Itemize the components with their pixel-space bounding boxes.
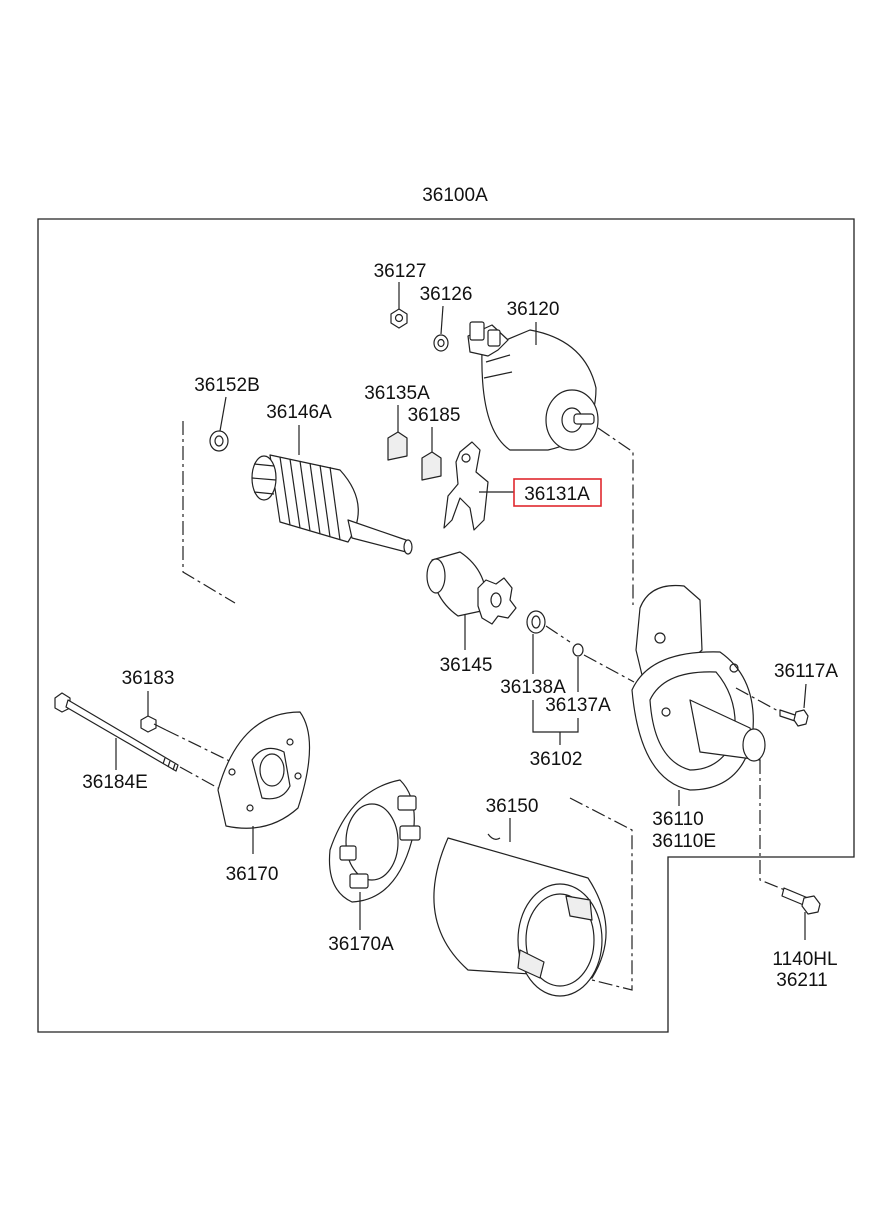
callout-1140HL[interactable]: 1140HL (772, 949, 837, 970)
dash-solenoid-frame (597, 427, 634, 605)
leader-36126 (440, 305, 444, 335)
pinion-clutch-36145 (426, 551, 517, 625)
yoke-36150 (433, 833, 607, 997)
callout-36110E[interactable]: 36110E (652, 831, 716, 852)
dash-1140HL (759, 760, 791, 893)
callout-36135A[interactable]: 36135A (364, 383, 430, 404)
callout-36102[interactable]: 36102 (530, 749, 583, 770)
pad-36135A (387, 431, 408, 461)
screw-36183 (140, 715, 167, 733)
armature-36146A (251, 454, 413, 555)
clip-36137A (572, 643, 584, 657)
leader-36152B (219, 396, 227, 432)
dash-washers (545, 625, 635, 683)
callout-36110[interactable]: 36110 (652, 809, 703, 830)
callout-36137A[interactable]: 36137A (545, 695, 611, 716)
washer-36138A (526, 610, 546, 634)
dash-armature (182, 421, 236, 604)
callout-36185[interactable]: 36185 (408, 405, 461, 426)
callout-36152B[interactable]: 36152B (194, 375, 260, 396)
callout-36184E[interactable]: 36184E (82, 772, 148, 793)
dash-36117A (735, 687, 781, 713)
callout-36117A[interactable]: 36117A (774, 661, 838, 682)
callout-36211[interactable]: 36211 (776, 970, 827, 991)
shift-lever-36131A (443, 441, 489, 531)
bolt-1140HL (781, 887, 821, 915)
through-bolt-36184E (54, 692, 179, 772)
bolt-36117A (779, 709, 809, 727)
assembly-label: 36100A (422, 185, 488, 206)
solenoid-36120 (467, 321, 599, 451)
callout-36170A[interactable]: 36170A (328, 934, 394, 955)
pad-36185 (421, 451, 442, 481)
callout-36131A[interactable]: 36131A (524, 484, 590, 505)
callout-36145[interactable]: 36145 (440, 655, 493, 676)
dash-yoke (569, 797, 633, 991)
assembly-frame (37, 218, 855, 1033)
nut-36127 (390, 308, 408, 329)
washer-36152B (209, 430, 229, 452)
brush-holder-36170A (328, 779, 421, 903)
callout-36170[interactable]: 36170 (226, 864, 279, 885)
callout-36146A[interactable]: 36146A (266, 402, 332, 423)
dash-36184E (179, 766, 219, 789)
rear-cover-36170 (217, 711, 311, 829)
callout-36126[interactable]: 36126 (420, 284, 473, 305)
callout-36127[interactable]: 36127 (374, 261, 427, 282)
washer-36126 (433, 334, 449, 352)
bracket-36102 (532, 700, 579, 745)
callout-36120[interactable]: 36120 (507, 299, 560, 320)
callout-36150[interactable]: 36150 (486, 796, 539, 817)
callout-36138A[interactable]: 36138A (500, 677, 566, 698)
callout-36183[interactable]: 36183 (122, 668, 175, 689)
front-housing-36110 (631, 584, 766, 791)
highlight-box-36131A (513, 478, 602, 507)
leader-36117A (803, 683, 807, 709)
